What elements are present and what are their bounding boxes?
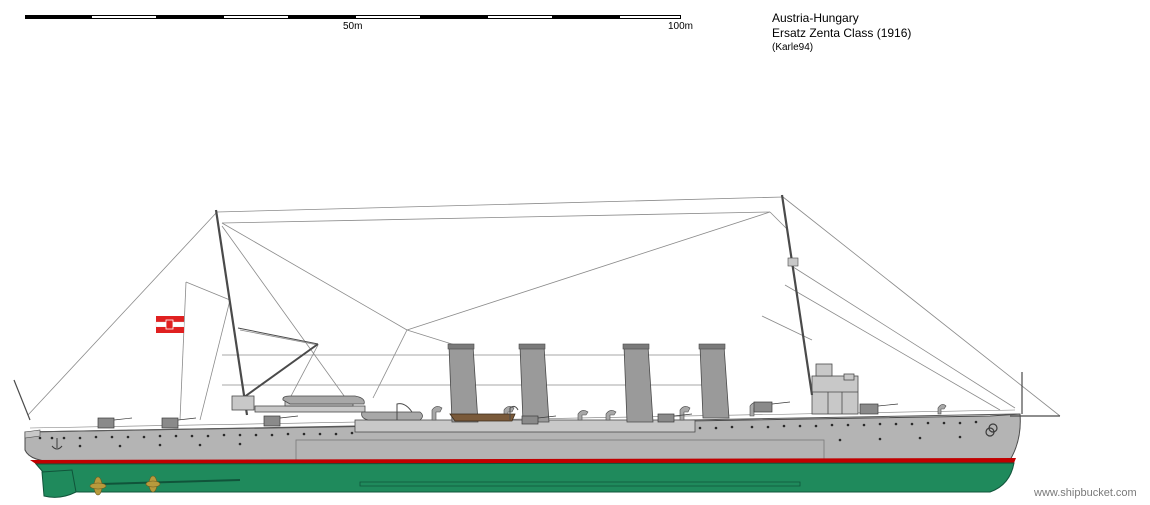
- derrick-base: [231, 395, 255, 411]
- scale-segment: [355, 15, 421, 19]
- country-title: Austria-Hungary: [772, 11, 859, 25]
- title-block: Austria-Hungary Ersatz Zenta Class (1916…: [772, 11, 911, 54]
- portholes: [38, 420, 978, 448]
- aft-deckhouse: [254, 405, 366, 413]
- derrick-topping-lift: [237, 327, 319, 345]
- scale-label-100m: 100m: [668, 21, 694, 32]
- propeller-icon: [89, 476, 107, 496]
- scale-segment: [553, 15, 619, 19]
- ensign-staff: [13, 379, 31, 421]
- funnel: [698, 343, 730, 419]
- author-credit: (Karle94): [772, 42, 814, 53]
- scale-segment: [619, 15, 681, 19]
- scale-segment: [223, 15, 289, 19]
- main-mast: [214, 209, 249, 416]
- watermark-text: www.shipbucket.com: [1034, 487, 1137, 499]
- bilge-keel: [359, 481, 801, 487]
- scale-bar: [25, 15, 681, 21]
- propeller-shaft: [99, 479, 241, 485]
- funnel: [622, 343, 654, 423]
- scale-segment: [289, 15, 355, 19]
- anchor-icon: [985, 423, 998, 437]
- gun-mount: [263, 415, 299, 427]
- boat: [361, 411, 423, 421]
- boot-topping: [30, 458, 1016, 464]
- gun-mount: [753, 401, 791, 413]
- scale-segment: [91, 15, 157, 19]
- gun-mount: [657, 413, 693, 423]
- scale-segment: [157, 15, 223, 19]
- gun-mount: [97, 417, 133, 429]
- boat: [449, 413, 516, 422]
- funnel: [518, 343, 550, 423]
- boat-davit: [509, 405, 519, 420]
- boat-davit: [396, 403, 413, 420]
- scale-segment: [487, 15, 553, 19]
- bridge: [811, 363, 859, 415]
- gun-mount: [859, 403, 899, 415]
- scale-label-50m: 50m: [343, 21, 363, 32]
- anchor-icon: [51, 438, 63, 450]
- hull-underwater: [34, 462, 1015, 493]
- gun-mount: [521, 415, 557, 425]
- fore-mast: [780, 194, 814, 396]
- gun-mount: [161, 417, 197, 429]
- propeller-icon: [145, 475, 161, 493]
- derrick-boom: [239, 343, 319, 401]
- scale-segment: [25, 15, 91, 19]
- scale-segment: [421, 15, 487, 19]
- ship-class-title: Ersatz Zenta Class (1916): [772, 26, 912, 40]
- mast-platform: [787, 257, 799, 267]
- stern-walk: [24, 429, 41, 439]
- funnel: [447, 343, 479, 423]
- rudder: [41, 469, 77, 498]
- boat: [282, 395, 365, 405]
- austro-hungarian-naval-ensign-icon: [155, 316, 185, 333]
